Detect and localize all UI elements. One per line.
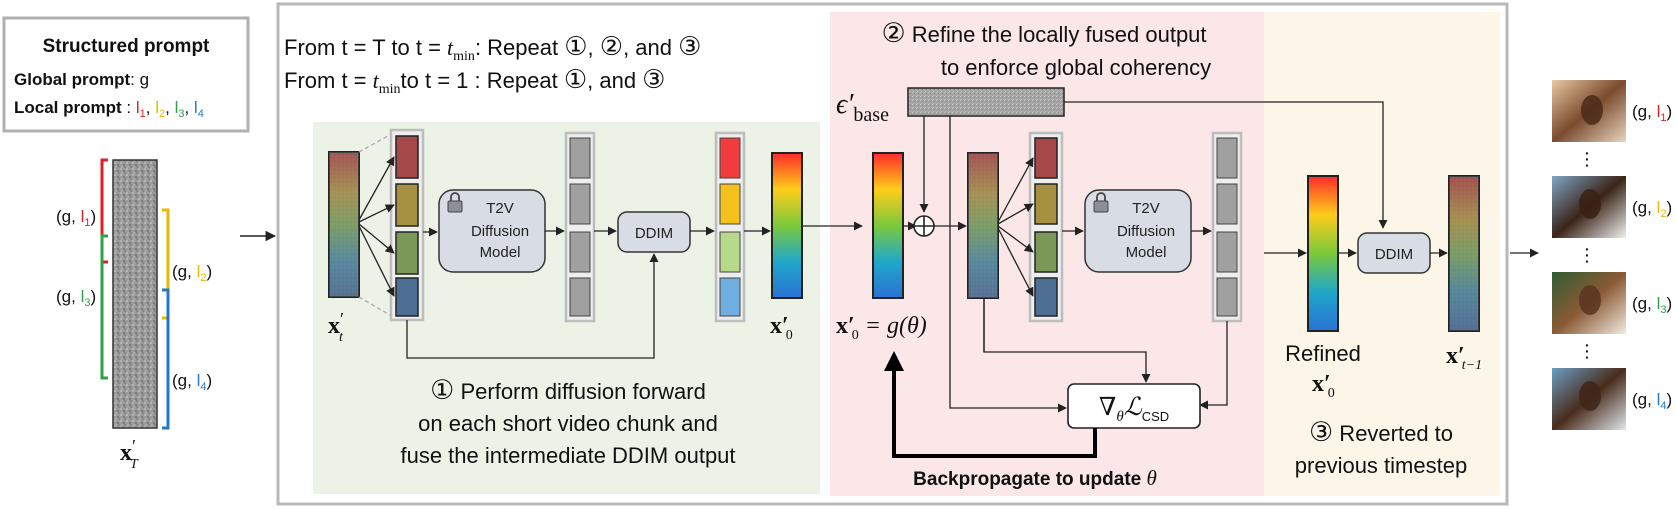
xT-label: x′T bbox=[120, 436, 139, 472]
t2v-1-line1: T2V bbox=[486, 200, 514, 217]
loop-line-1: From t = T to t = tmin: Repeat ①, ②, and… bbox=[284, 31, 701, 64]
output-label-1: (g, l1) bbox=[1632, 102, 1672, 124]
structured-prompt-title: Structured prompt bbox=[43, 36, 210, 57]
refined-x0 bbox=[1307, 175, 1339, 332]
global-prompt-label: Global prompt bbox=[14, 70, 131, 89]
stage3-caption-line1: ③ Reverted to bbox=[1309, 417, 1453, 447]
t2v-1-line2: Diffusion bbox=[471, 223, 529, 240]
chunk-1 bbox=[395, 135, 419, 179]
x0-fused bbox=[771, 152, 803, 299]
t2v-2-line2: Diffusion bbox=[1117, 223, 1175, 240]
vdots-3: ⋮ bbox=[1578, 341, 1596, 361]
loop-frame bbox=[276, 2, 1509, 506]
local-prompt-line: Local prompt : l1, l2, l3, l4 bbox=[14, 98, 204, 120]
stage1-caption-line3: fuse the intermediate DDIM output bbox=[400, 443, 735, 468]
csd-loss-box bbox=[1067, 383, 1201, 429]
chunk-2 bbox=[395, 183, 419, 227]
output-label-4: (g, l4) bbox=[1632, 390, 1672, 412]
backprop-arrow bbox=[884, 351, 1097, 458]
bracket-l2 bbox=[162, 208, 170, 320]
output-frame-1: (g, l1) bbox=[1552, 80, 1672, 142]
chunk-3 bbox=[395, 231, 419, 275]
vdots-2: ⋮ bbox=[1578, 245, 1596, 265]
local-prompt-l2: l bbox=[155, 98, 159, 117]
x0-g-theta-label: x′0 = g(θ) bbox=[836, 313, 927, 343]
structured-prompt-box: Structured prompt Global prompt: g Local… bbox=[2, 16, 250, 133]
refined-x0-label: x′0 bbox=[1312, 371, 1335, 401]
output-frame-4: (g, l4) bbox=[1552, 368, 1672, 430]
lock-icon bbox=[1093, 192, 1109, 213]
x0-g-theta bbox=[872, 152, 904, 299]
output-frame-2: (g, l2) bbox=[1552, 176, 1672, 238]
local-prompt-l3: l bbox=[175, 98, 179, 117]
t2v-2-line3: Model bbox=[1126, 244, 1167, 261]
ddim-1-label: DDIM bbox=[635, 225, 673, 242]
left-label-l1: (g, l1) bbox=[56, 207, 96, 229]
lock-icon bbox=[447, 192, 463, 213]
bracket-l4 bbox=[162, 288, 170, 430]
csd-loss-label: ∇θℒCSD bbox=[1099, 394, 1169, 425]
stage1-caption-line2: on each short video chunk and bbox=[418, 411, 718, 436]
eps-base-label: ϵ′base bbox=[836, 89, 889, 126]
local-prompt-l2-sub: 2 bbox=[159, 108, 165, 120]
output-frame-3: (g, l3) bbox=[1552, 272, 1672, 334]
left-label-l2: (g, l2) bbox=[172, 262, 212, 284]
global-prompt-value: : g bbox=[130, 70, 149, 89]
skip-connection-1 bbox=[406, 253, 659, 359]
left-label-l4: (g, l4) bbox=[172, 371, 212, 393]
local-prompt-l1-sub: 1 bbox=[140, 108, 146, 120]
left-label-l3: (g, l3) bbox=[56, 287, 96, 309]
bracket-l1 bbox=[100, 158, 108, 264]
stage3: Refined x′0 DDIM x′t−1 ③ Reverted to pre… bbox=[1264, 175, 1482, 478]
local-prompt-l4: l bbox=[194, 98, 198, 117]
refined-label: Refined bbox=[1285, 341, 1361, 366]
output-label-3: (g, l3) bbox=[1632, 294, 1672, 316]
ddim-box-1 bbox=[617, 211, 691, 253]
ddim-2-label: DDIM bbox=[1375, 246, 1413, 263]
bracket-l3 bbox=[100, 234, 108, 380]
local-prompt-label: Local prompt bbox=[14, 98, 122, 117]
local-prompt-sep: : bbox=[122, 98, 136, 117]
t2v-1-line3: Model bbox=[480, 244, 521, 261]
local-prompt-l4-sub: 4 bbox=[198, 108, 204, 120]
stage1-caption-line1: ① Perform diffusion forward bbox=[430, 375, 706, 405]
t2v-2-line1: T2V bbox=[1132, 200, 1160, 217]
stage2-title-line1: ② Refine the locally fused output bbox=[881, 18, 1206, 48]
stage3-caption-line2: previous timestep bbox=[1295, 453, 1467, 478]
vdots-1: ⋮ bbox=[1578, 149, 1596, 169]
loop-line-2: From t = tminto t = 1 : Repeat ①, and ③ bbox=[284, 64, 665, 97]
xt-label: x′t bbox=[328, 309, 344, 345]
eps-base-noise bbox=[907, 87, 1065, 117]
local-prompt-l1: l bbox=[136, 98, 140, 117]
x0-label: x′0 bbox=[770, 313, 793, 343]
stage1: x′t T2V Diffusion Model DDIM bbox=[328, 128, 803, 468]
output-label-2: (g, l2) bbox=[1632, 198, 1672, 220]
chunk-4 bbox=[395, 277, 419, 317]
local-prompt-l3-sub: 3 bbox=[178, 108, 184, 120]
global-prompt-line: Global prompt: g bbox=[14, 70, 149, 89]
stage2: ② Refine the locally fused output to enf… bbox=[836, 18, 1388, 490]
output-frames: (g, l1) ⋮ (g, l2) ⋮ (g, l3) ⋮ (g, l4) bbox=[1552, 80, 1672, 430]
noise-latent-xT bbox=[100, 158, 170, 430]
stage2-title-line2: to enforce global coherency bbox=[941, 55, 1211, 80]
backprop-label: Backpropagate to update θ bbox=[913, 466, 1157, 490]
x-prev-label: x′t−1 bbox=[1446, 343, 1482, 373]
